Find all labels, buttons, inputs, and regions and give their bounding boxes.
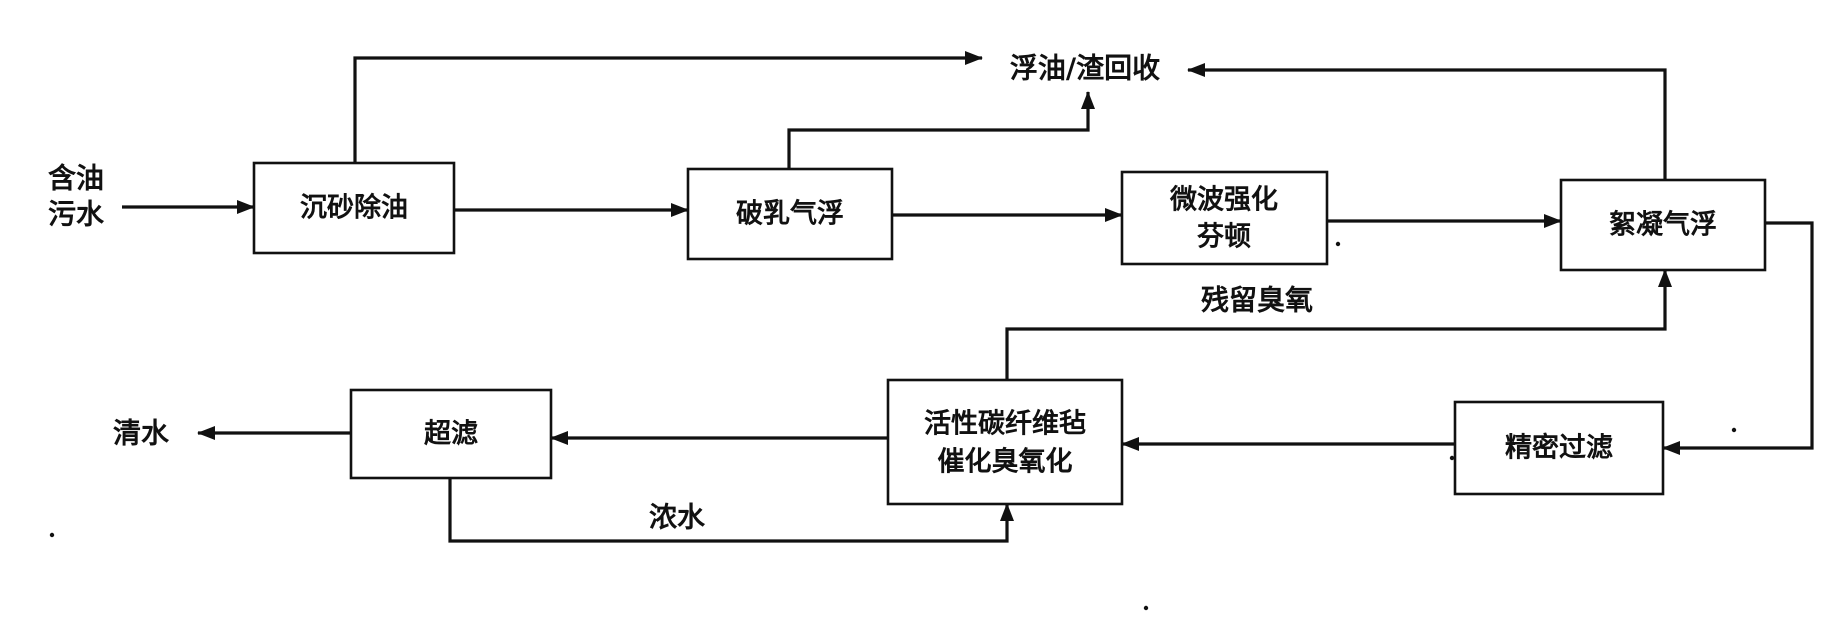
node-box [1559, 178, 1767, 272]
input-label-line-1: 含油 [48, 162, 104, 195]
input-label-line-2: 污水 [48, 198, 105, 231]
node-demulsify-flotation: 破乳气浮 [686, 167, 894, 261]
scan-speck [1335, 241, 1341, 247]
arrow-ultra-concentrate-to-acf [448, 478, 1014, 543]
node-label-line-1: 活性碳纤维毡 [924, 409, 1086, 440]
node-label: 超滤 [424, 419, 478, 450]
scan-speck [1449, 455, 1455, 461]
node-box [349, 388, 553, 480]
node-label: 破乳气浮 [736, 199, 844, 230]
scan-speck [1731, 427, 1737, 433]
node-ultrafiltration: 超滤 [349, 388, 553, 480]
node-acf-catalytic-ozonation: 活性碳纤维毡 催化臭氧化 [886, 378, 1124, 506]
scan-speck [1143, 605, 1149, 611]
arrow-coag-to-recovery [1187, 63, 1667, 180]
node-coag-flotation: 絮凝气浮 [1559, 178, 1767, 272]
node-label-line-2: 催化臭氧化 [938, 447, 1073, 478]
node-label-line-2: 芬顿 [1197, 222, 1251, 253]
node-box [686, 167, 894, 261]
node-box [252, 161, 456, 255]
edge-label-concentrate: 浓水 [649, 501, 706, 534]
recovery-label: 浮油/渣回收 [1010, 52, 1160, 85]
node-label: 絮凝气浮 [1609, 209, 1717, 241]
edge-label-residual-ozone: 残留臭氧 [1201, 284, 1313, 317]
arrow-acf-residual-ozone-to-coag [1005, 269, 1672, 380]
node-label: 精密过滤 [1505, 432, 1613, 464]
node-box [1453, 400, 1665, 496]
node-grit-oil-removal: 沉砂除油 [252, 161, 456, 255]
output-label: 清水 [113, 417, 170, 450]
node-label: 沉砂除油 [300, 192, 408, 224]
arrow-grit-to-recovery [353, 51, 983, 163]
arrow-demulsify-to-recovery [787, 91, 1095, 169]
arrow-coag-to-precision [1662, 221, 1814, 455]
node-box [886, 378, 1124, 506]
node-microwave-fenton: 微波强化 芬顿 [1120, 170, 1329, 266]
node-label-line-1: 微波强化 [1169, 185, 1278, 216]
node-box [1120, 170, 1329, 266]
scan-speck [49, 532, 55, 538]
node-precision-filtration: 精密过滤 [1453, 400, 1665, 496]
